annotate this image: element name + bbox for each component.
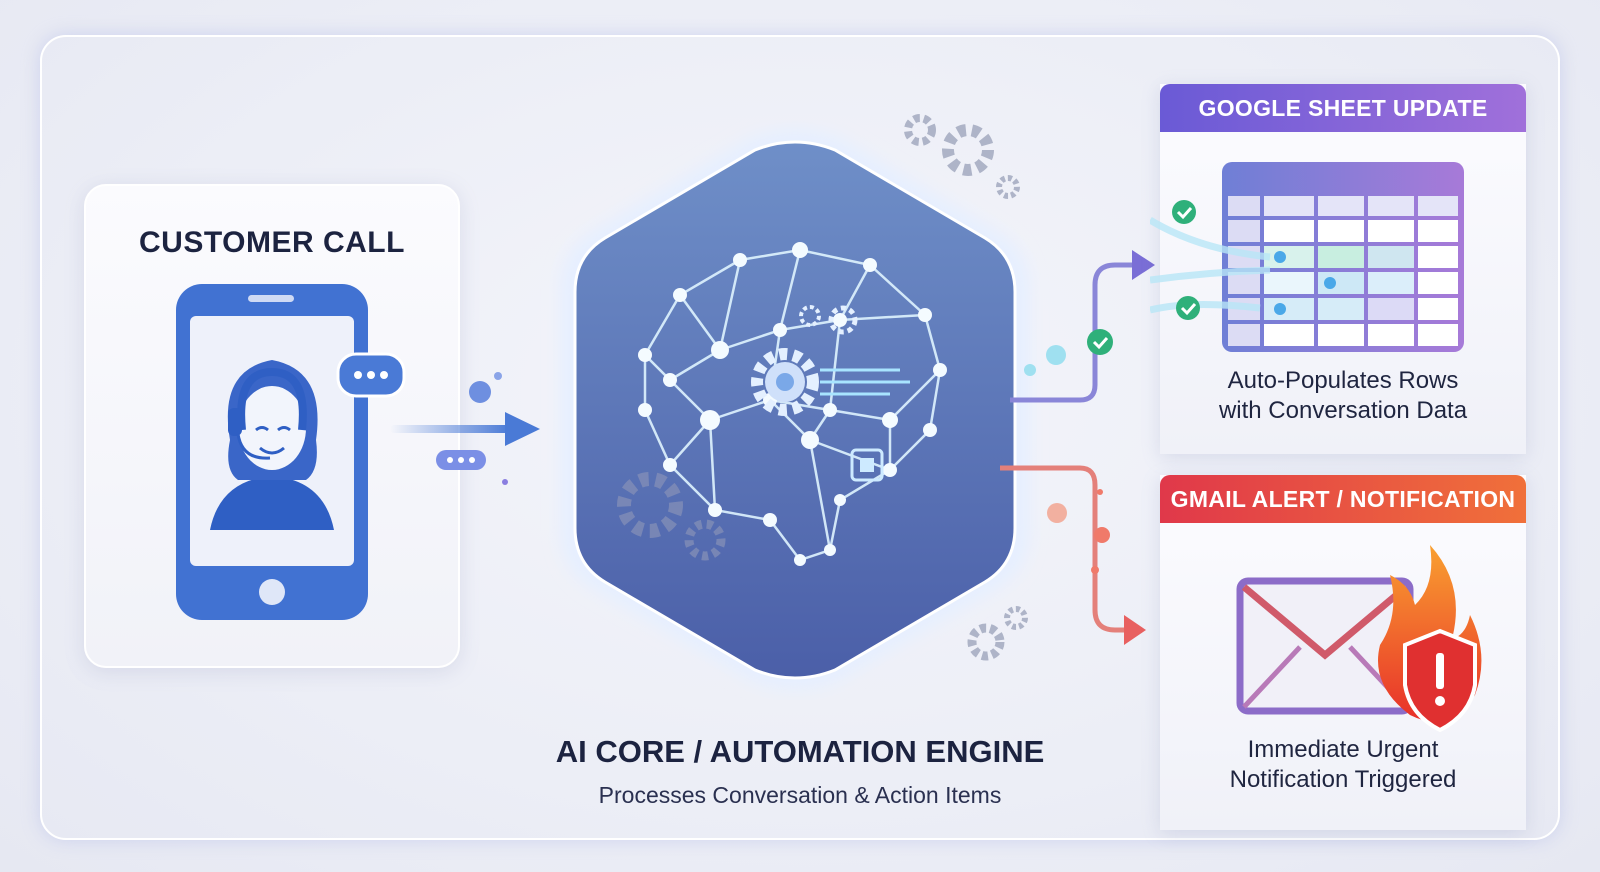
gear-icon [751, 348, 819, 416]
gmail-caption-line1: Immediate Urgent [1247, 736, 1439, 763]
engine-title: AI CORE / AUTOMATION ENGINE [555, 734, 1045, 769]
google-sheet-header: GOOGLE SHEET UPDATE [1160, 84, 1526, 132]
phone-agent-icon [176, 284, 406, 620]
gmail-caption-line2: Notification Triggered [1229, 766, 1457, 793]
flow-arrow-input [390, 372, 540, 485]
customer-call-title: CUSTOMER CALL [139, 226, 405, 259]
gear-icon [904, 114, 1020, 199]
sheet-caption-line1: Auto-Populates Rows [1227, 367, 1459, 394]
diagram-frame [40, 35, 1560, 840]
spreadsheet-icon [1150, 162, 1464, 352]
envelope-alert-icon [1236, 545, 1482, 733]
gear-icon [617, 472, 726, 561]
gmail-alert-header: GMAIL ALERT / NOTIFICATION [1160, 475, 1526, 523]
ai-core-hexagon [560, 129, 1030, 690]
sheet-caption-line2: with Conversation Data [1218, 397, 1468, 424]
engine-subtitle: Processes Conversation & Action Items [598, 782, 1002, 808]
gear-icon [967, 606, 1028, 661]
flow-arrows-output [1000, 250, 1155, 645]
